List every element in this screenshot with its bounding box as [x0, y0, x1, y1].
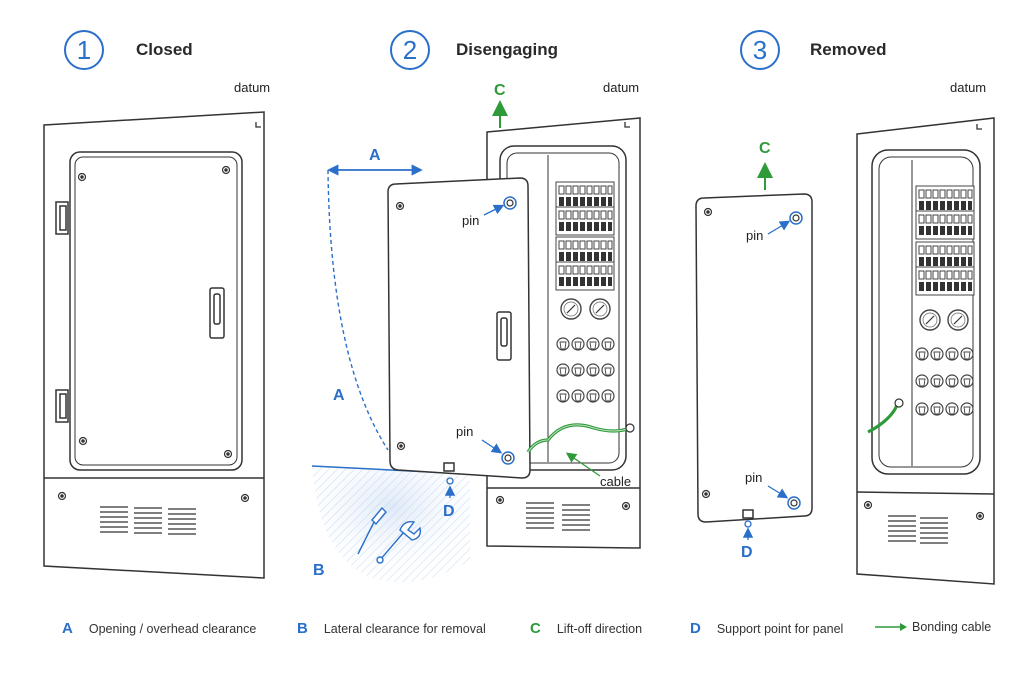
cabinet-3-opening	[871, 149, 981, 475]
label-A-side: A	[333, 387, 345, 404]
pin-icon	[503, 196, 517, 210]
datum-mark-icon	[255, 122, 261, 128]
datum-mark-icon	[976, 124, 982, 130]
screw-icon	[701, 489, 711, 499]
pin-label-2-top: pin	[462, 213, 479, 228]
label-C-2: C	[494, 82, 506, 99]
gauge-icon	[947, 309, 969, 331]
stage-disengaging	[311, 100, 641, 583]
hinge-icon	[55, 201, 69, 235]
pin-label-2-bottom: pin	[456, 424, 473, 439]
step-3-header: 3 Removed	[740, 30, 887, 70]
legend-key: B	[297, 620, 308, 637]
door-2	[387, 177, 531, 479]
legend-item-bonding-cable: Bonding cable	[874, 620, 991, 634]
legend: A Opening / overhead clearance B Lateral…	[0, 612, 1024, 642]
step-2-title: Disengaging	[456, 40, 559, 59]
screw-icon	[57, 491, 67, 501]
legend-key: D	[690, 620, 701, 637]
stage-removed	[695, 117, 995, 585]
legend-key: C	[530, 620, 541, 637]
legend-text: Opening / overhead clearance	[88, 621, 257, 636]
screw-icon	[396, 441, 406, 451]
legend-text: Lift-off direction	[556, 621, 643, 636]
step-2-number: 2	[390, 30, 430, 70]
hinge-icon	[55, 389, 69, 423]
label-C-3: C	[759, 140, 771, 157]
label-D-3: D	[741, 544, 753, 561]
step-1-number: 1	[64, 30, 104, 70]
cable-label: cable	[600, 474, 631, 489]
screwdriver-icon	[357, 506, 387, 555]
screw-icon	[703, 207, 713, 217]
legend-item-A: A Opening / overhead clearance	[62, 620, 256, 637]
green-arrow-icon	[875, 623, 907, 631]
gauge-icon	[589, 298, 611, 320]
screw-icon	[863, 500, 873, 510]
legend-item-C: C Lift-off direction	[530, 620, 642, 637]
door-3	[695, 193, 813, 523]
datum-label-2: datum	[603, 80, 639, 95]
step-1-header: 1 Closed	[64, 30, 193, 70]
datum-mark-icon	[624, 122, 630, 128]
support-point-icon	[446, 477, 454, 485]
legend-text: Bonding cable	[912, 620, 992, 634]
handle-icon	[209, 287, 225, 339]
step-3-number: 3	[740, 30, 780, 70]
screw-icon	[975, 511, 985, 521]
screw-icon	[395, 201, 405, 211]
cabinet-1-body	[43, 111, 265, 579]
gauge-icon	[560, 298, 582, 320]
legend-key: A	[62, 620, 73, 637]
wrench-icon	[376, 520, 422, 564]
legend-item-B: B Lateral clearance for removal	[297, 620, 486, 637]
label-B: B	[313, 562, 325, 579]
pin-label-3-bottom: pin	[745, 470, 762, 485]
screw-icon	[77, 172, 87, 182]
step-2-header: 2 Disengaging	[390, 30, 558, 70]
diagram-canvas: datum	[43, 80, 995, 585]
handle-icon	[496, 311, 512, 361]
stage-closed	[43, 111, 265, 579]
screw-icon	[223, 449, 233, 459]
pin-label-3-top: pin	[746, 228, 763, 243]
screw-icon	[78, 436, 88, 446]
datum-label-1: datum	[234, 80, 270, 95]
step-1-title: Closed	[136, 40, 193, 59]
pin-icon	[789, 211, 803, 225]
legend-text: Lateral clearance for removal	[323, 621, 486, 636]
pin-icon	[501, 451, 515, 465]
screw-icon	[621, 501, 631, 511]
support-point-icon	[744, 520, 752, 528]
door-1	[69, 151, 243, 471]
legend-text: Support point for panel	[716, 621, 844, 636]
label-D-2: D	[443, 503, 455, 520]
screw-icon	[495, 495, 505, 505]
screw-icon	[240, 493, 250, 503]
label-A-top: A	[369, 147, 381, 164]
datum-label-3: datum	[950, 80, 986, 95]
step-3-title: Removed	[810, 40, 887, 59]
pin-icon	[787, 496, 801, 510]
screw-icon	[221, 165, 231, 175]
gauge-icon	[919, 309, 941, 331]
legend-item-D: D Support point for panel	[690, 620, 843, 637]
